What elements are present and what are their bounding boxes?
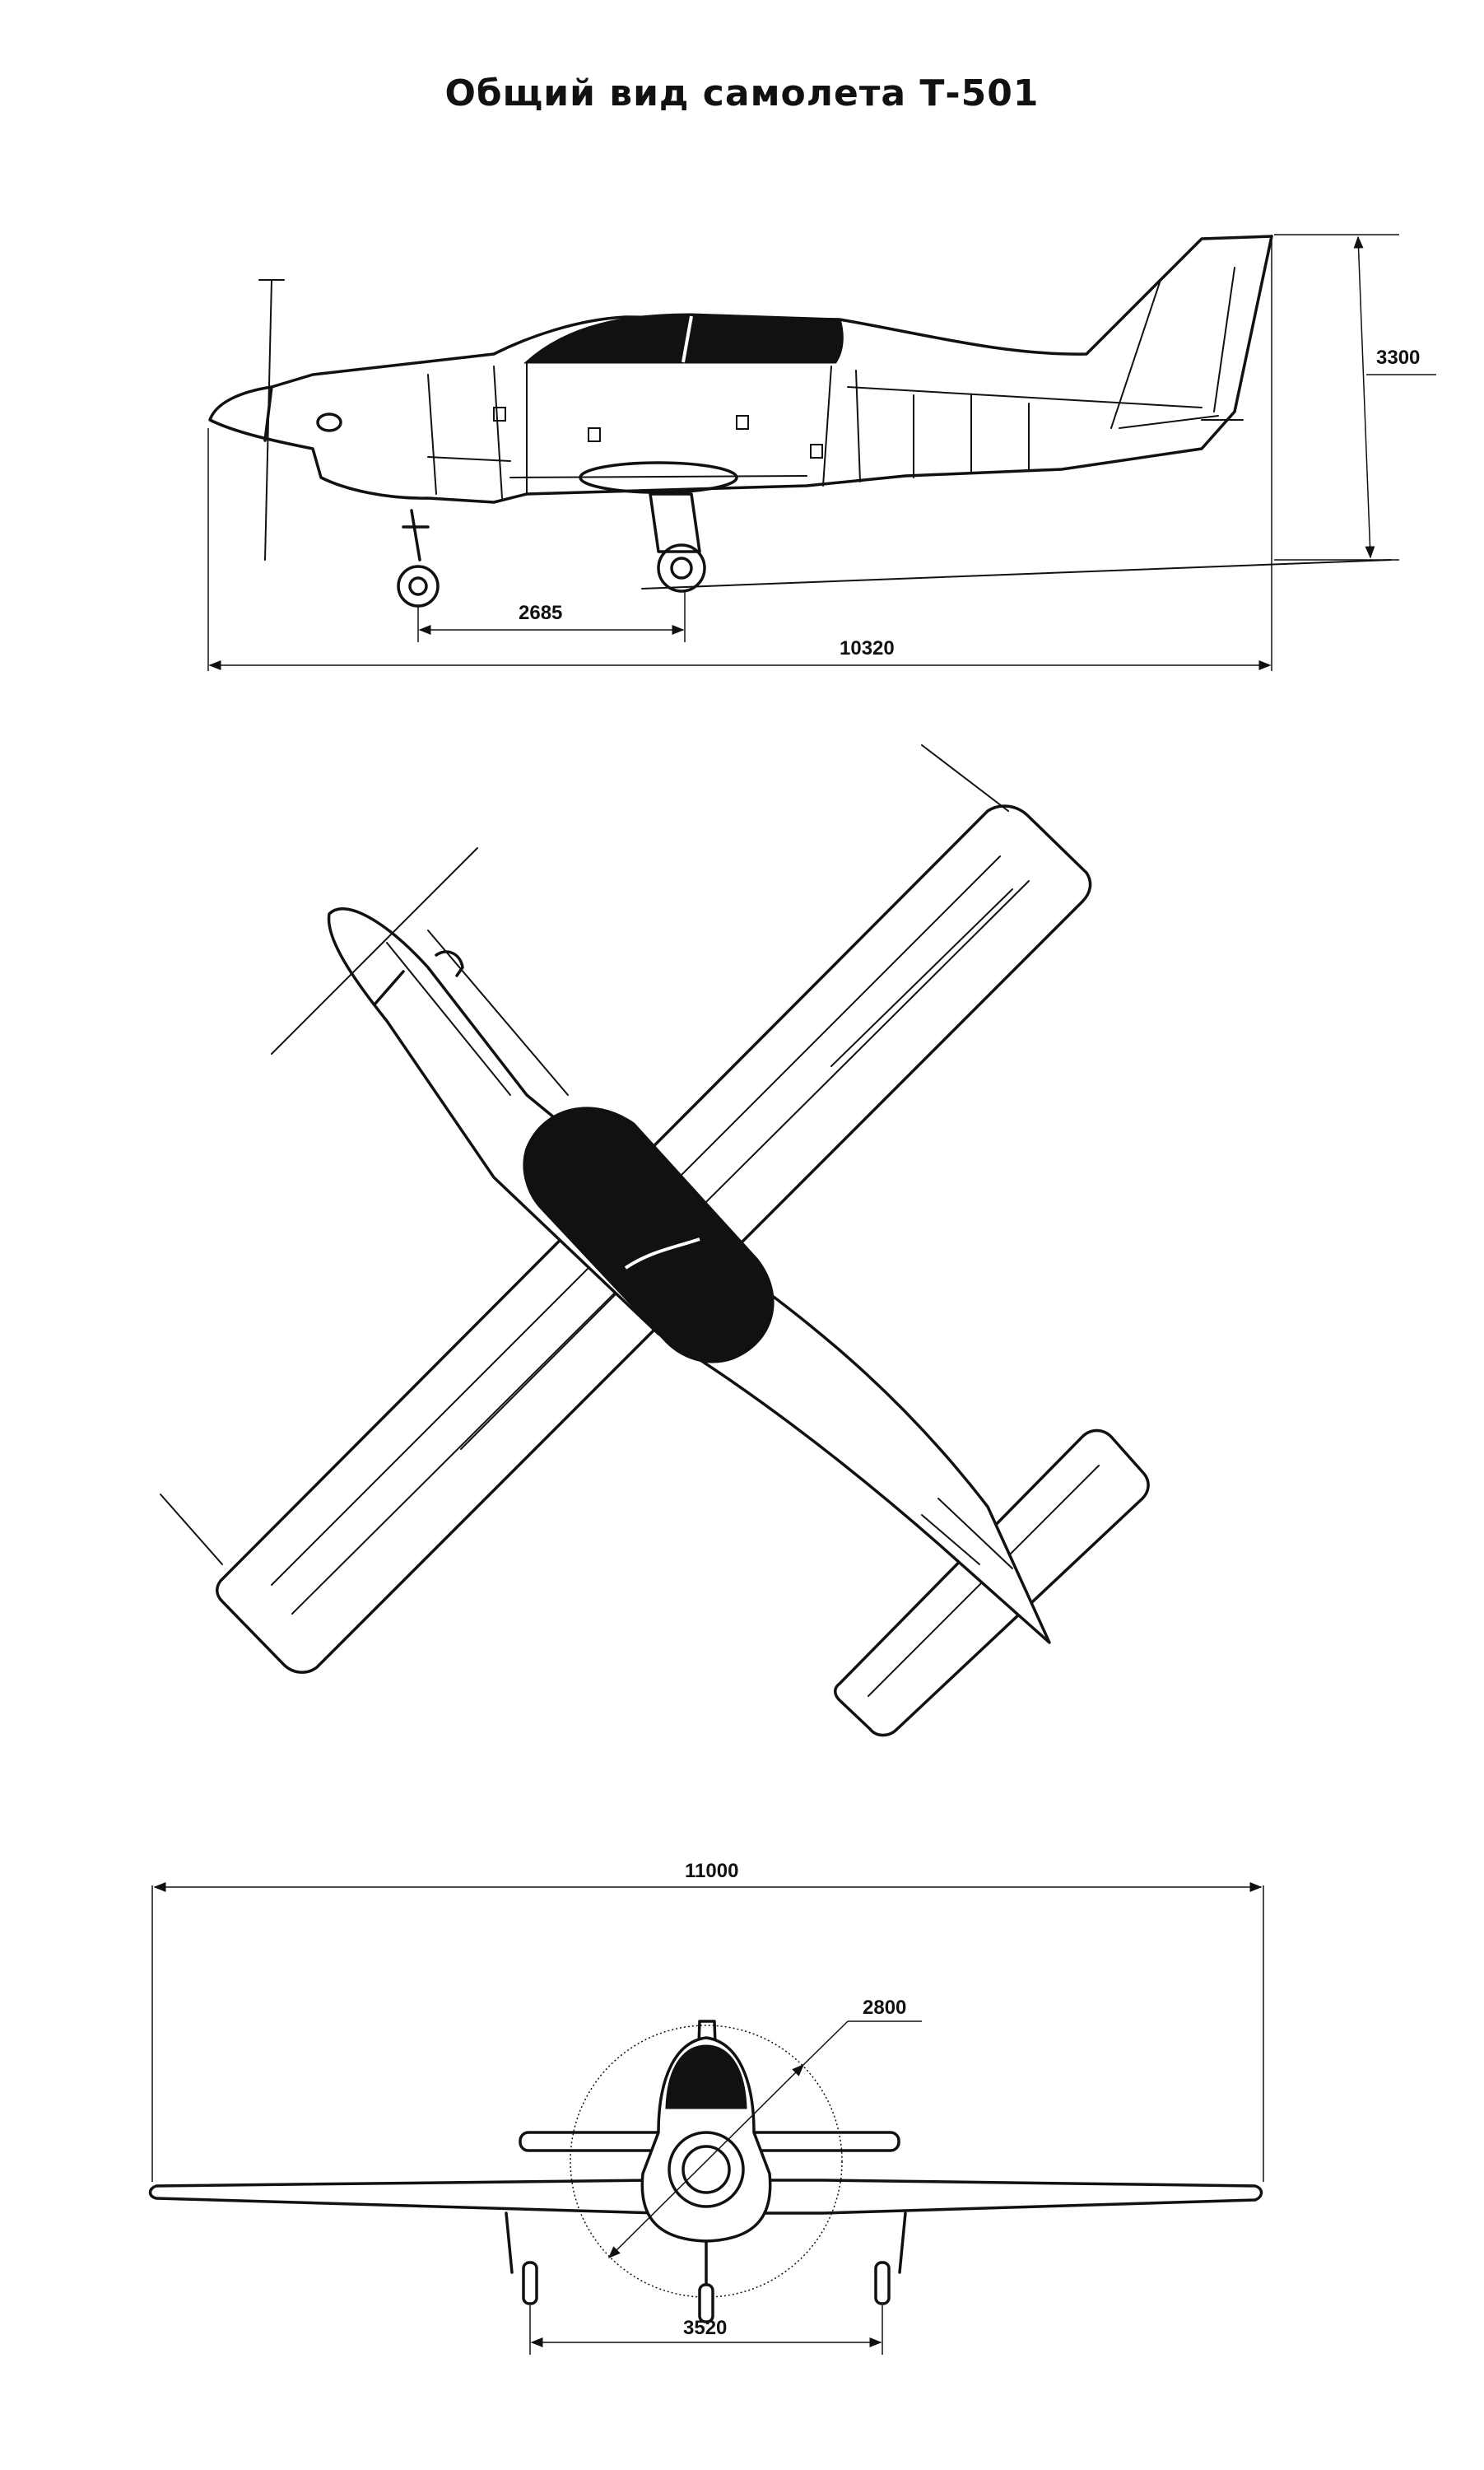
dim-wingspan: 11000 xyxy=(685,1860,738,1882)
dim-propeller-diameter: 2800 xyxy=(863,1997,906,2019)
side-main-gear xyxy=(649,492,701,553)
side-canopy xyxy=(523,313,844,364)
front-right-gear xyxy=(898,2211,907,2274)
front-propeller-disc xyxy=(570,2025,843,2298)
side-dimensions xyxy=(207,234,1436,671)
front-view: 11000 2800 3520 xyxy=(148,1860,1264,2355)
top-propeller xyxy=(271,847,478,1055)
front-dimensions xyxy=(151,1882,1264,2355)
dim-wheelbase: 2685 xyxy=(519,602,562,624)
side-propeller xyxy=(264,279,272,561)
side-ground-line xyxy=(641,559,1392,590)
top-wingtip-probe-right xyxy=(921,744,1009,812)
dim-track: 3520 xyxy=(683,2317,727,2339)
dim-length: 10320 xyxy=(840,637,895,659)
side-nose-gear xyxy=(402,509,430,562)
top-view xyxy=(160,744,1150,1737)
side-fuselage xyxy=(208,235,1273,504)
front-left-gear xyxy=(505,2211,514,2274)
side-view: 2685 10320 3300 xyxy=(207,234,1436,671)
top-canopy xyxy=(523,1107,775,1363)
dim-height: 3300 xyxy=(1376,347,1420,369)
top-wingtip-probe-left xyxy=(160,1494,223,1565)
drawing-title: Общий вид самолета Т-501 xyxy=(444,72,1040,114)
